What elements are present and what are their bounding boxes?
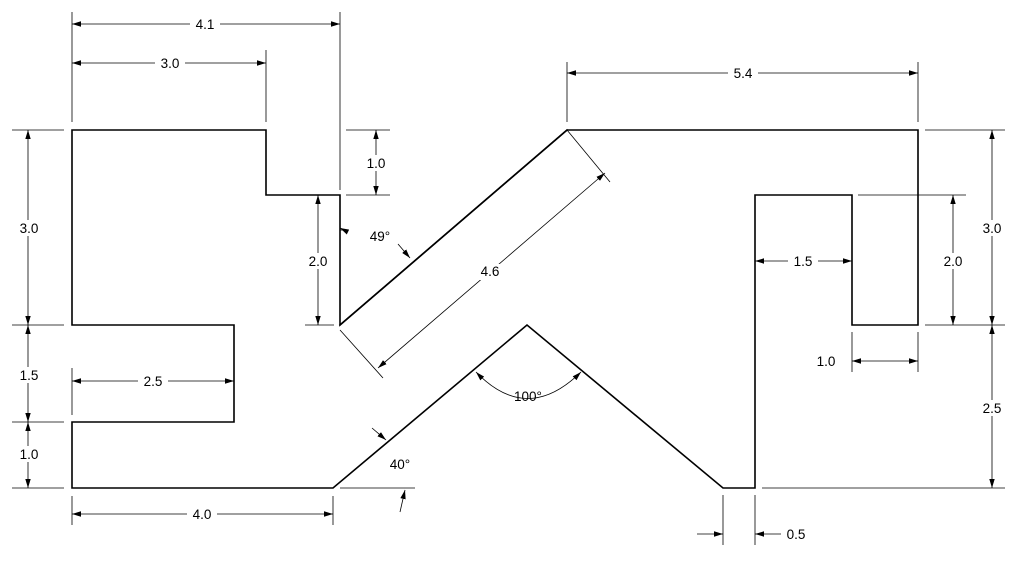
label-3-0-right: 3.0: [983, 221, 1002, 236]
label-2-5-notch: 2.5: [144, 374, 163, 389]
label-1-5-left: 1.5: [20, 368, 39, 383]
dimension-labels: 4.1 3.0 1.0 3.0 2.0 49° 4.6 1.5 2.5 1.0 …: [14, 16, 1007, 542]
label-2-0-inner: 2.0: [309, 254, 328, 269]
label-2-0-right: 2.0: [944, 254, 963, 269]
label-1-0-right: 1.0: [817, 354, 836, 369]
part-outline: [71, 128, 919, 489]
left-outline: [71, 129, 919, 489]
dimension-lines: [25, 21, 995, 537]
label-angle-40: 40°: [390, 457, 410, 472]
label-1-0-step: 1.0: [367, 156, 386, 171]
label-4-0-base: 4.0: [193, 507, 212, 522]
label-4-6-slot: 4.6: [481, 264, 500, 279]
label-3-0-left: 3.0: [20, 221, 39, 236]
label-1-5-right: 1.5: [794, 254, 813, 269]
label-3-0-top: 3.0: [161, 56, 180, 71]
extension-lines: [12, 12, 1005, 545]
label-5-4: 5.4: [734, 66, 753, 81]
label-2-5-right: 2.5: [983, 401, 1002, 416]
label-1-0-left: 1.0: [20, 447, 39, 462]
label-0-5-gap: 0.5: [787, 527, 806, 542]
label-angle-100: 100°: [514, 389, 542, 404]
label-4-1: 4.1: [196, 17, 215, 32]
label-angle-49: 49°: [370, 229, 390, 244]
